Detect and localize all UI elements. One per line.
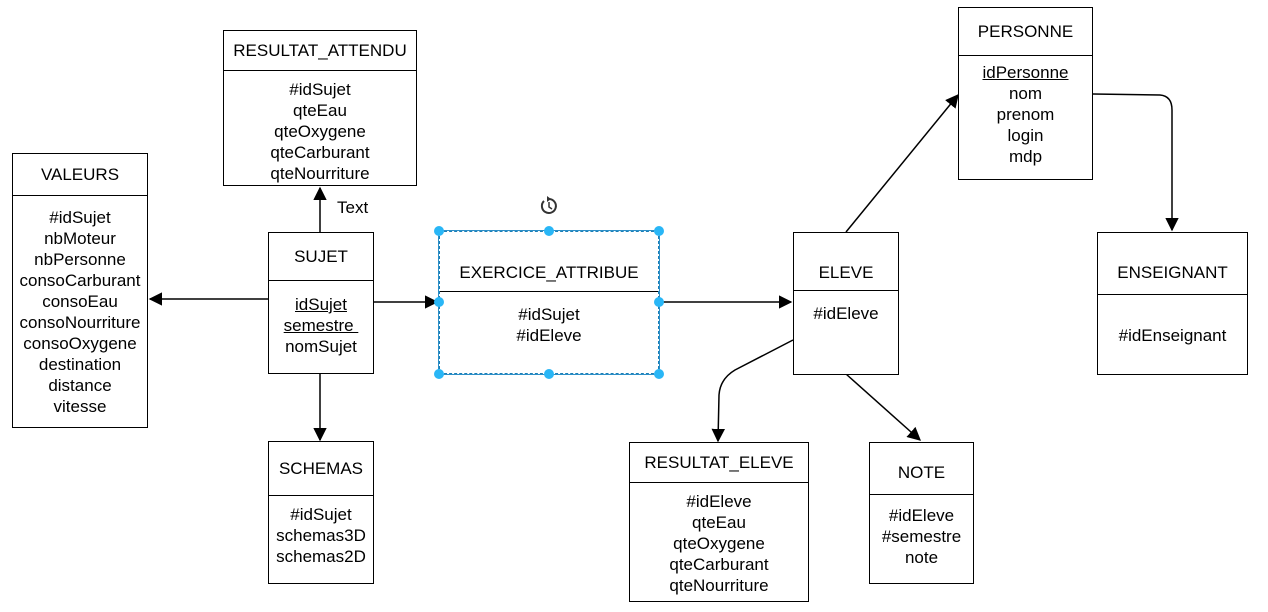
edge-personne-enseignant[interactable]	[1092, 93, 1179, 232]
attribute-list: idPersonne nom prenom login mdp	[959, 56, 1092, 167]
attribute: qteNourriture	[270, 164, 370, 183]
entity-title: VALEURS	[13, 154, 147, 196]
entity-title: NOTE	[870, 443, 973, 495]
attribute: nom	[1008, 84, 1043, 103]
attribute: schemas2D	[276, 547, 366, 566]
attribute: nomSujet	[285, 337, 357, 356]
attribute-list: idSujet semestre nomSujet	[269, 281, 373, 357]
attribute: distance	[48, 376, 112, 395]
edge-eleve-note[interactable]	[845, 373, 922, 441]
entity-enseignant[interactable]: ENSEIGNANT #idEnseignant	[1097, 232, 1248, 375]
entity-title: ELEVE	[794, 233, 898, 291]
resize-handle-bottom-right[interactable]	[654, 369, 664, 379]
attribute: qteOxygene	[673, 534, 765, 553]
entity-personne[interactable]: PERSONNE idPersonne nom prenom login mdp	[958, 7, 1093, 180]
resize-handle-top[interactable]	[544, 226, 554, 236]
entity-resultat-attendu[interactable]: RESULTAT_ATTENDU #idSujet qteEau qteOxyg…	[223, 30, 417, 186]
entity-valeurs[interactable]: VALEURS #idSujet nbMoteur nbPersonne con…	[12, 153, 148, 428]
primary-key-attribute: idPersonne	[982, 63, 1069, 82]
attribute: #idSujet	[518, 305, 580, 324]
attribute: mdp	[1008, 147, 1043, 166]
attribute: qteNourriture	[669, 576, 769, 595]
attribute: login	[1007, 126, 1044, 145]
attribute: #idEleve	[813, 304, 879, 323]
attribute: qteCarburant	[270, 143, 370, 162]
attribute: #idSujet	[49, 208, 111, 227]
attribute-list: #idSujet nbMoteur nbPersonne consoCarbur…	[13, 196, 147, 417]
entity-title: RESULTAT_ELEVE	[630, 443, 808, 483]
entity-note[interactable]: NOTE #idEleve #semestre note	[869, 442, 974, 584]
attribute: consoOxygene	[23, 334, 137, 353]
attribute-list: #idEleve	[794, 291, 898, 324]
entity-resultat-eleve[interactable]: RESULTAT_ELEVE #idEleve qteEau qteOxygen…	[629, 442, 809, 602]
resize-handle-left[interactable]	[434, 297, 444, 307]
attribute: consoCarburant	[19, 271, 141, 290]
entity-title: SCHEMAS	[269, 442, 373, 496]
attribute: vitesse	[53, 397, 107, 416]
attribute: prenom	[996, 105, 1055, 124]
entity-title: ENSEIGNANT	[1098, 233, 1247, 295]
entity-title: EXERCICE_ATTRIBUE	[440, 232, 658, 292]
attribute: destination	[38, 355, 122, 374]
attribute: #idEleve	[686, 492, 752, 511]
attribute: qteEau	[692, 513, 746, 532]
attribute-list: #idEleve qteEau qteOxygene qteCarburant …	[630, 483, 808, 596]
attribute: #idEleve	[888, 506, 955, 525]
attribute: nbMoteur	[44, 229, 116, 248]
attribute: #idEleve	[516, 326, 582, 345]
resize-handle-bottom-left[interactable]	[434, 369, 444, 379]
resize-handle-bottom[interactable]	[544, 369, 554, 379]
free-text-label[interactable]: Text	[337, 198, 369, 217]
entity-exercice-attribue[interactable]: EXERCICE_ATTRIBUE #idSujet #idEleve	[438, 230, 660, 375]
attribute: note	[904, 548, 939, 567]
attribute-list: #idSujet #idEleve	[440, 292, 658, 346]
entity-title: PERSONNE	[959, 8, 1092, 56]
attribute: #idSujet	[289, 80, 351, 99]
rotate-icon[interactable]	[538, 195, 560, 217]
edge-eleve-personne[interactable]	[845, 93, 959, 233]
resize-handle-top-right[interactable]	[654, 226, 664, 236]
primary-key-attribute: semestre	[283, 316, 359, 335]
resize-handle-top-left[interactable]	[434, 226, 444, 236]
attribute: #idEnseignant	[1118, 326, 1227, 345]
attribute: qteCarburant	[669, 555, 769, 574]
attribute: #semestre	[881, 527, 962, 546]
entity-schemas[interactable]: SCHEMAS #idSujet schemas3D schemas2D	[268, 441, 374, 584]
entity-title: SUJET	[269, 233, 373, 281]
attribute: qteOxygene	[274, 122, 366, 141]
attribute: qteEau	[293, 101, 347, 120]
attribute: schemas3D	[276, 526, 366, 545]
entity-title: RESULTAT_ATTENDU	[224, 31, 416, 71]
attribute: nbPersonne	[34, 250, 126, 269]
attribute-list: #idEleve #semestre note	[870, 495, 973, 568]
attribute: #idSujet	[290, 505, 352, 524]
attribute: consoEau	[42, 292, 118, 311]
primary-key-attribute: idSujet	[295, 295, 347, 314]
attribute-list: #idSujet qteEau qteOxygene qteCarburant …	[224, 71, 416, 184]
attribute-list: #idSujet schemas3D schemas2D	[269, 496, 373, 567]
resize-handle-right[interactable]	[654, 297, 664, 307]
entity-eleve[interactable]: ELEVE #idEleve	[793, 232, 899, 375]
edge-eleve-resultat-eleve[interactable]	[711, 339, 794, 443]
attribute-list: #idEnseignant	[1098, 295, 1247, 346]
attribute: consoNourriture	[19, 313, 141, 332]
entity-sujet[interactable]: SUJET idSujet semestre nomSujet	[268, 232, 374, 374]
